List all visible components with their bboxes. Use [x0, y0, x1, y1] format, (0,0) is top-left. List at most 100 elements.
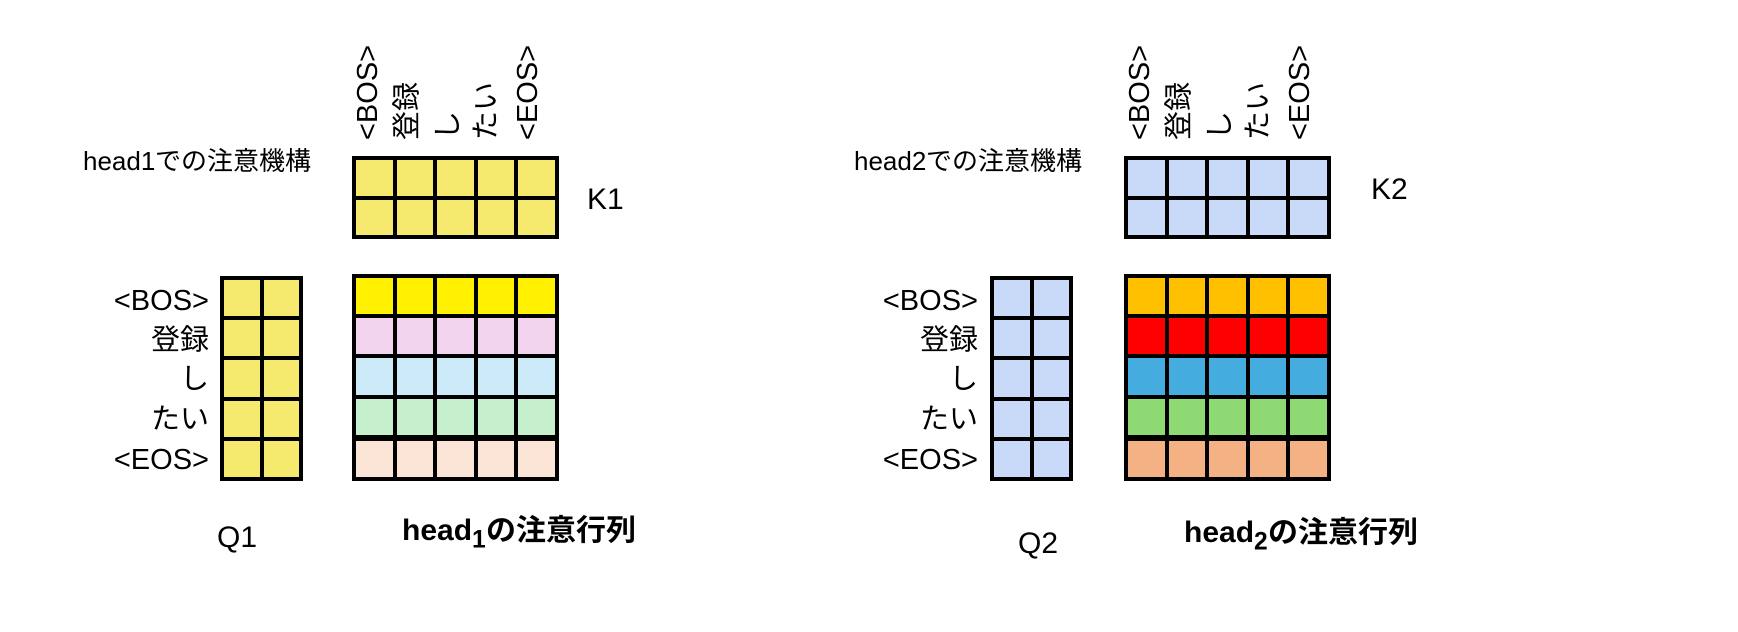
matrix-row	[1128, 278, 1327, 315]
matrix-cell	[356, 398, 393, 435]
head1-row-token-label-shi	[0, 363, 209, 397]
text-run: <EOS>	[1284, 44, 1316, 140]
head1-column-token-label-tooroku	[391, 82, 425, 140]
matrix-cell	[1168, 440, 1206, 478]
k2-label: K2	[1371, 173, 1408, 206]
jp-glyph	[180, 325, 209, 353]
matrix-cell	[437, 199, 474, 235]
subscript: 2	[1254, 528, 1268, 555]
jp-glyph	[576, 514, 605, 543]
jp-glyph	[186, 366, 207, 391]
jp-glyph	[1005, 148, 1030, 172]
jp-glyph	[928, 151, 951, 171]
matrix-cell	[224, 440, 260, 478]
matrix-cell	[1209, 358, 1246, 395]
matrix-cell	[1033, 440, 1069, 478]
matrix-cell	[437, 358, 474, 395]
head1-column-token-label-eos: <EOS>	[511, 45, 545, 140]
matrix-cell	[518, 160, 555, 196]
head1-row-token-label-tooroku	[0, 324, 209, 358]
head2-column-token-label-shi	[1204, 111, 1238, 140]
matrix-cell	[1128, 160, 1165, 196]
jp-glyph	[234, 148, 259, 172]
matrix-cell	[518, 398, 555, 435]
matrix-row	[224, 360, 299, 397]
matrix-row	[1128, 318, 1327, 355]
text-run: 1	[472, 526, 486, 554]
jp-glyph	[208, 148, 233, 172]
matrix-cell	[994, 360, 1030, 397]
panel-head2-caption: head2	[854, 146, 1082, 176]
text-run: head1	[83, 146, 156, 176]
subscript: 1	[472, 526, 486, 553]
jp-glyph	[1247, 84, 1269, 108]
matrix-cell	[1033, 280, 1069, 317]
matrix-cell	[1290, 318, 1327, 355]
matrix-cell	[1128, 318, 1165, 355]
matrix-cell	[477, 318, 515, 355]
jp-glyph	[1164, 111, 1191, 140]
matrix-row	[994, 360, 1069, 397]
matrix-row	[994, 320, 1069, 357]
jp-glyph	[487, 517, 514, 542]
matrix-row	[224, 400, 299, 437]
matrix-cell	[994, 320, 1030, 357]
matrix-cell	[1209, 199, 1246, 235]
matrix-cell	[263, 320, 299, 357]
matrix-cell	[1128, 358, 1165, 395]
text-run: 2	[1254, 528, 1268, 556]
matrix-cell	[1033, 400, 1069, 437]
matrix-cell	[356, 440, 393, 478]
matrix-cell	[518, 278, 555, 315]
matrix-cell	[356, 199, 393, 235]
matrix-cell	[1128, 440, 1165, 478]
q1-matrix	[220, 276, 303, 481]
head1-row-token-label-tai	[0, 403, 209, 437]
matrix-cell	[396, 358, 434, 395]
jp-glyph	[979, 148, 1004, 172]
matrix-cell	[1290, 199, 1327, 235]
text-run: head	[402, 514, 473, 547]
matrix-cell	[437, 278, 474, 315]
text-run: <EOS>	[113, 444, 209, 476]
q2-label: Q2	[1018, 527, 1059, 560]
matrix-row	[356, 199, 555, 235]
matrix-row	[356, 358, 555, 395]
jp-glyph	[183, 408, 207, 430]
head2-row-token-label-eos: <EOS>	[700, 443, 978, 477]
head2-column-token-label-tooroku	[1163, 82, 1197, 140]
matrix-row	[356, 160, 555, 196]
jp-glyph	[472, 113, 498, 138]
text-run: head2	[854, 146, 927, 176]
matrix-cell	[437, 398, 474, 435]
matrix-cell	[437, 318, 474, 355]
head2-attention-matrix	[1124, 274, 1331, 481]
matrix-cell	[1128, 398, 1165, 435]
matrix-row	[356, 440, 555, 478]
matrix-cell	[356, 358, 393, 395]
matrix-cell	[1290, 358, 1327, 395]
matrix-cell	[437, 160, 474, 196]
matrix-cell	[1249, 398, 1287, 435]
matrix-cell	[1249, 278, 1287, 315]
matrix-cell	[1290, 278, 1327, 315]
matrix-cell	[994, 440, 1030, 478]
panel-head1-caption: head1	[83, 146, 311, 176]
k1-matrix	[352, 156, 559, 239]
jp-glyph	[1328, 516, 1357, 545]
matrix-cell	[1168, 358, 1206, 395]
matrix-cell	[1249, 160, 1287, 196]
jp-glyph	[392, 111, 419, 140]
head1-column-token-label-shi	[432, 111, 466, 140]
matrix-cell	[1168, 278, 1206, 315]
matrix-cell	[1209, 160, 1246, 196]
jp-glyph	[151, 325, 180, 352]
matrix-cell	[1168, 398, 1206, 435]
matrix-cell	[437, 440, 474, 478]
head2-row-token-label-tai	[700, 403, 978, 437]
matrix-cell	[224, 320, 260, 357]
head1-row-token-label-bos: <BOS>	[0, 284, 209, 318]
matrix-row	[1128, 358, 1327, 395]
jp-glyph	[157, 151, 180, 171]
head1-attention-matrix	[352, 274, 559, 481]
